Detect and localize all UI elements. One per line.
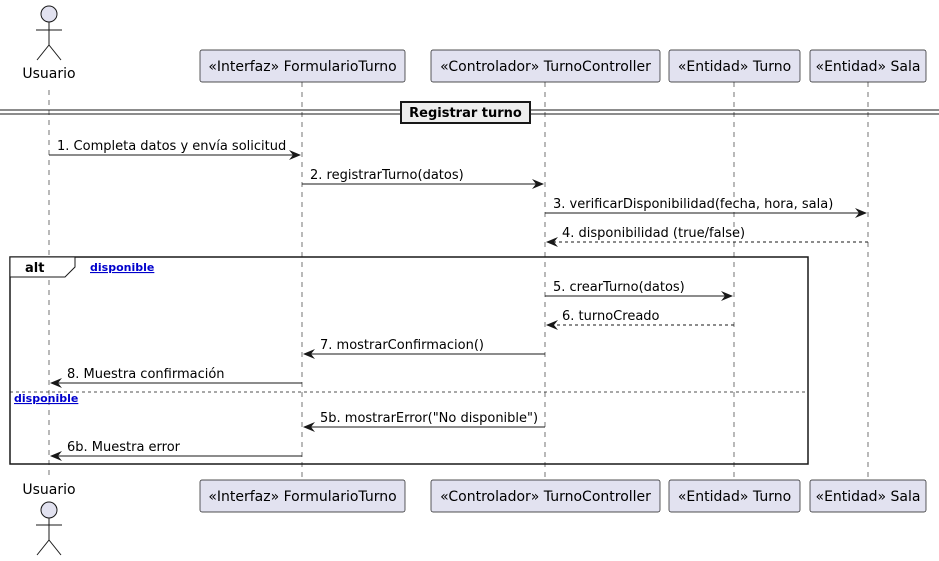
participant-label: «Controlador» TurnoController bbox=[440, 59, 651, 75]
fragment-type-label: alt bbox=[25, 261, 44, 276]
participant-label: «Entidad» Sala bbox=[816, 59, 921, 75]
guard-label[interactable]: disponible bbox=[90, 261, 154, 274]
divider-box bbox=[400, 101, 531, 124]
message-5b: 5b. mostrarError("No disponible") bbox=[303, 411, 545, 432]
message-label: 1. Completa datos y envía solicitud bbox=[57, 139, 286, 154]
participant-formulario-top: «Interfaz» FormularioTurno bbox=[199, 49, 406, 83]
message-4: 4. disponibilidad (true/false) bbox=[546, 226, 868, 247]
actor-usuario-bottom: Usuario bbox=[22, 482, 76, 556]
message-label: 7. mostrarConfirmacion() bbox=[320, 338, 484, 353]
message-label: 8. Muestra confirmación bbox=[67, 367, 225, 382]
participant-controller-top: «Controlador» TurnoController bbox=[430, 49, 661, 83]
message-label: 5. crearTurno(datos) bbox=[553, 280, 685, 295]
message-label: 6. turnoCreado bbox=[562, 309, 660, 324]
participant-label: Usuario bbox=[22, 66, 75, 82]
messages: 1. Completa datos y envía solicitud 2. r… bbox=[49, 139, 868, 461]
participant-formulario-bottom: «Interfaz» FormularioTurno bbox=[199, 479, 406, 513]
participant-label: «Entidad» Sala bbox=[816, 489, 921, 505]
participant-label: «Controlador» TurnoController bbox=[440, 489, 651, 505]
fragment-tab bbox=[9, 256, 76, 278]
divider-label: Registrar turno bbox=[409, 106, 522, 121]
actor-icon bbox=[36, 5, 62, 61]
divider: Registrar turno bbox=[0, 101, 939, 124]
participant-label: «Interfaz» FormularioTurno bbox=[208, 59, 396, 75]
participant-label: «Entidad» Turno bbox=[678, 489, 791, 505]
message-6b: 6b. Muestra error bbox=[50, 440, 302, 461]
message-1: 1. Completa datos y envía solicitud bbox=[49, 139, 301, 160]
message-7: 7. mostrarConfirmacion() bbox=[303, 338, 545, 359]
participant-sala-top: «Entidad» Sala bbox=[809, 49, 927, 83]
participant-label: Usuario bbox=[22, 482, 75, 498]
message-label: 4. disponibilidad (true/false) bbox=[562, 226, 745, 241]
message-label: 6b. Muestra error bbox=[67, 440, 181, 455]
message-2: 2. registrarTurno(datos) bbox=[302, 168, 544, 189]
message-5: 5. crearTurno(datos) bbox=[545, 280, 733, 301]
actor-icon bbox=[36, 501, 62, 556]
participants-bottom: Usuario «Interfaz» FormularioTurno «Cont… bbox=[22, 479, 927, 556]
message-3: 3. verificarDisponibilidad(fecha, hora, … bbox=[545, 197, 867, 218]
actor-usuario-top: Usuario bbox=[22, 5, 76, 82]
message-label: 2. registrarTurno(datos) bbox=[310, 168, 464, 183]
participant-label: «Entidad» Turno bbox=[678, 59, 791, 75]
participants-top: Usuario «Interfaz» FormularioTurno «Cont… bbox=[22, 5, 927, 83]
participant-turno-top: «Entidad» Turno bbox=[668, 49, 801, 83]
participant-turno-bottom: «Entidad» Turno bbox=[668, 479, 801, 513]
guard-label[interactable]: disponible bbox=[14, 392, 78, 405]
message-label: 5b. mostrarError("No disponible") bbox=[320, 411, 538, 426]
participant-label: «Interfaz» FormularioTurno bbox=[208, 489, 396, 505]
participant-controller-bottom: «Controlador» TurnoController bbox=[430, 479, 661, 513]
participant-sala-bottom: «Entidad» Sala bbox=[809, 479, 927, 513]
alt-fragment: alt disponible disponible bbox=[9, 256, 809, 465]
message-6: 6. turnoCreado bbox=[546, 309, 734, 330]
message-label: 3. verificarDisponibilidad(fecha, hora, … bbox=[553, 197, 833, 212]
message-8: 8. Muestra confirmación bbox=[50, 367, 302, 388]
fragment-frame bbox=[9, 256, 809, 465]
